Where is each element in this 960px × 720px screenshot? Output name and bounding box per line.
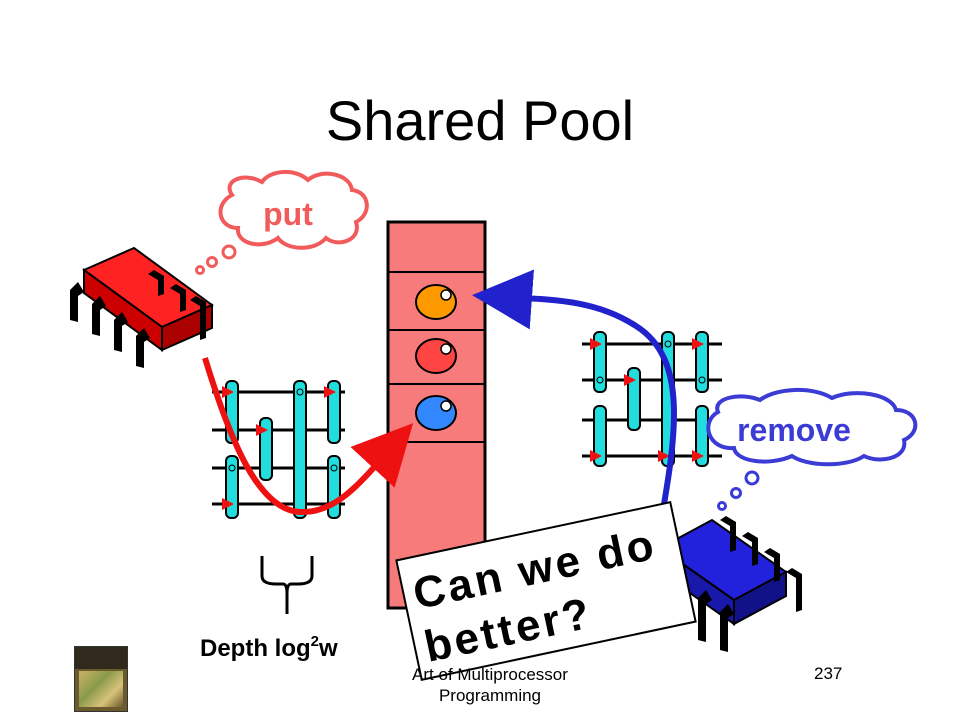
slide-title: Shared Pool bbox=[325, 89, 635, 152]
put-bubble-dot bbox=[206, 256, 218, 268]
producer-chip-icon bbox=[70, 246, 214, 368]
token-orange bbox=[415, 284, 457, 320]
balancer bbox=[293, 380, 307, 519]
remove-bubble-dot bbox=[744, 470, 760, 486]
remove-bubble-dot bbox=[717, 501, 727, 511]
left-balancing-network bbox=[212, 380, 345, 519]
put-bubble-dot bbox=[195, 265, 205, 275]
shared-pool bbox=[386, 220, 487, 610]
depth-label: Depth log2w bbox=[200, 633, 338, 662]
balancer bbox=[593, 331, 607, 393]
remove-path-arrow bbox=[472, 269, 677, 529]
footer-text: Art of Multiprocessor Programming bbox=[412, 665, 568, 705]
balancer bbox=[593, 405, 607, 467]
balancer bbox=[327, 380, 341, 444]
book-cover-icon bbox=[74, 646, 128, 712]
remove-label: remove bbox=[737, 412, 851, 448]
token-red bbox=[415, 338, 457, 374]
balancer bbox=[627, 367, 641, 431]
put-label: put bbox=[263, 196, 313, 232]
put-path-arrow bbox=[202, 357, 414, 516]
put-thought-bubble: put bbox=[195, 170, 369, 275]
remove-thought-bubble: remove bbox=[706, 387, 918, 511]
balancer bbox=[259, 417, 273, 481]
remove-bubble-cloud bbox=[706, 387, 918, 467]
page-number: 237 bbox=[814, 664, 843, 683]
token-blue bbox=[415, 395, 457, 431]
depth-brace bbox=[260, 556, 314, 614]
put-bubble-dot bbox=[221, 244, 237, 260]
callout-box: Can we do better? bbox=[395, 501, 697, 681]
remove-bubble-dot bbox=[730, 487, 742, 499]
balancer bbox=[695, 331, 709, 393]
right-balancing-network bbox=[582, 331, 722, 467]
put-bubble-cloud bbox=[218, 170, 369, 250]
